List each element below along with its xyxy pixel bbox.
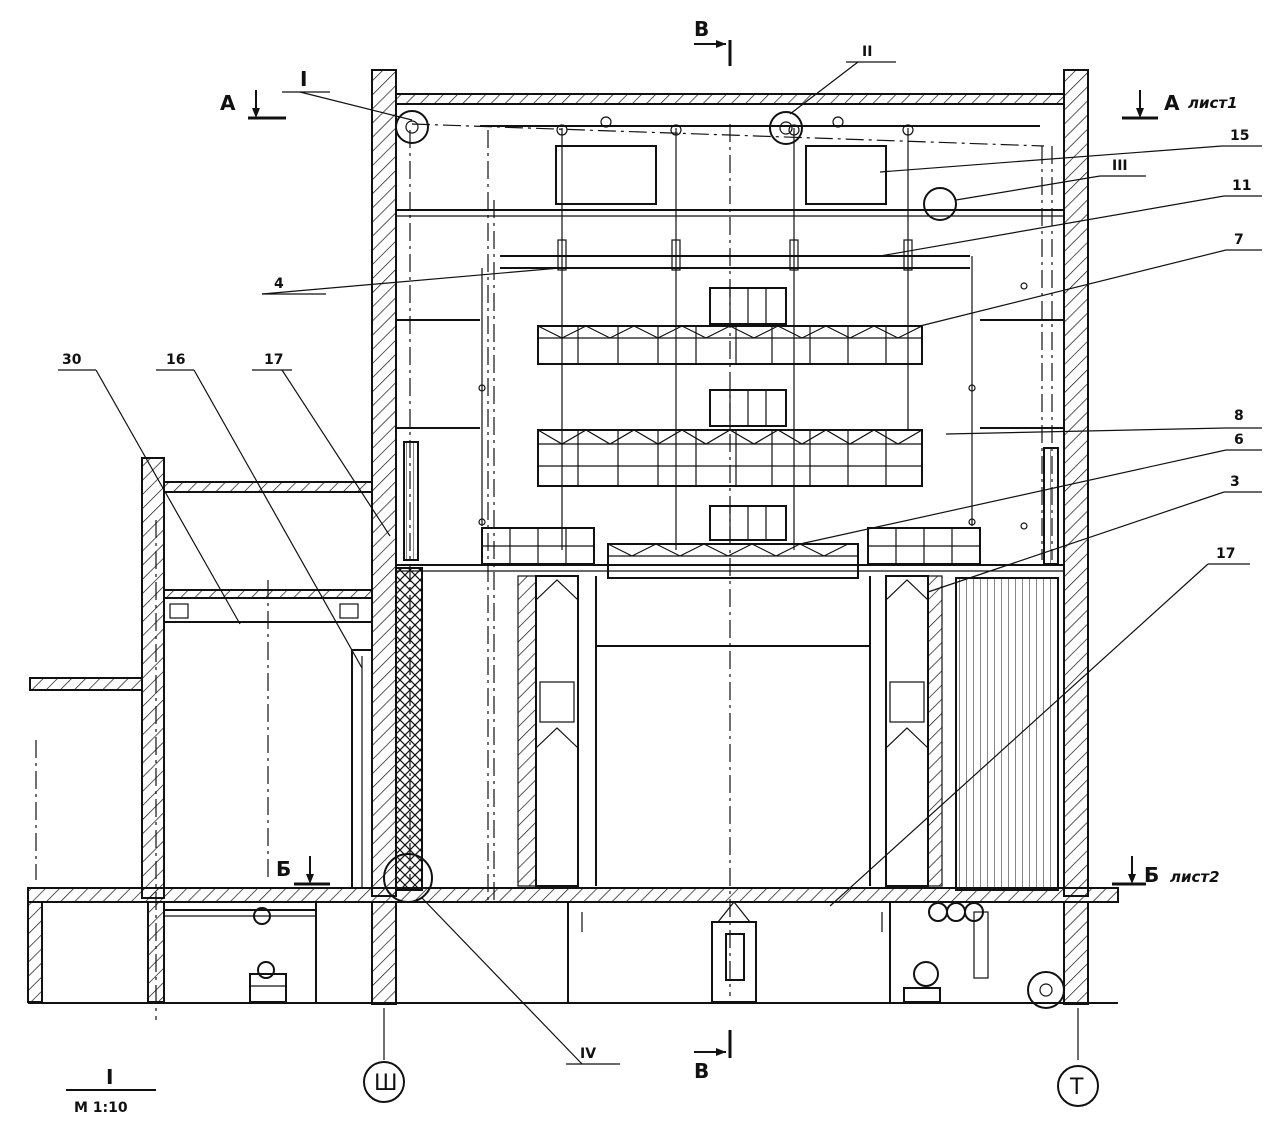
leader-lines bbox=[58, 61, 1262, 1065]
callout-3: 3 bbox=[1230, 474, 1240, 490]
counterweights bbox=[403, 441, 1059, 565]
axis-markers bbox=[363, 1008, 1099, 1107]
callout-30: 30 bbox=[62, 352, 82, 368]
section-label-v-top: В bbox=[694, 17, 709, 41]
section-markers bbox=[248, 40, 1158, 1058]
hangers bbox=[556, 116, 914, 550]
callout-7: 7 bbox=[1234, 232, 1244, 248]
node-label-3: III bbox=[1112, 158, 1128, 174]
callout-17-left: 17 bbox=[264, 352, 283, 368]
node-label-1: I bbox=[300, 67, 307, 91]
node-label-2: II bbox=[862, 44, 872, 60]
callout-11: 11 bbox=[1232, 178, 1251, 194]
callout-17-right: 17 bbox=[1216, 546, 1235, 562]
section-label-b-right: Б bbox=[1144, 863, 1159, 887]
section-label-a-right: А bbox=[1164, 91, 1180, 115]
section-label-a-left: А bbox=[220, 91, 236, 115]
node-label-4: IV bbox=[580, 1046, 596, 1062]
section-sheet-b: лист2 bbox=[1170, 868, 1220, 886]
axis-label-right: Т bbox=[1069, 1075, 1084, 1100]
callout-6: 6 bbox=[1234, 432, 1244, 448]
callout-15: 15 bbox=[1230, 128, 1249, 144]
annex-interior bbox=[35, 520, 373, 1020]
section-sheet-a: лист1 bbox=[1188, 94, 1238, 112]
scale-ratio: М 1:10 bbox=[74, 1100, 128, 1116]
curtain-panel bbox=[955, 577, 1059, 891]
section-label-v-bottom: В bbox=[694, 1059, 709, 1083]
callout-8: 8 bbox=[1234, 408, 1244, 424]
section-label-b-left: Б bbox=[276, 857, 291, 881]
truss-6 bbox=[607, 505, 859, 579]
top-drive-boxes bbox=[555, 145, 887, 205]
callout-4: 4 bbox=[274, 276, 284, 292]
scale-title: I bbox=[106, 1065, 113, 1089]
detail-circles bbox=[383, 110, 1065, 1009]
side-grids bbox=[481, 527, 981, 565]
axis-label-left: Ш bbox=[374, 1071, 398, 1096]
callout-16: 16 bbox=[166, 352, 185, 368]
basement-equipment bbox=[164, 901, 989, 1003]
overhead-rail bbox=[411, 123, 1045, 269]
